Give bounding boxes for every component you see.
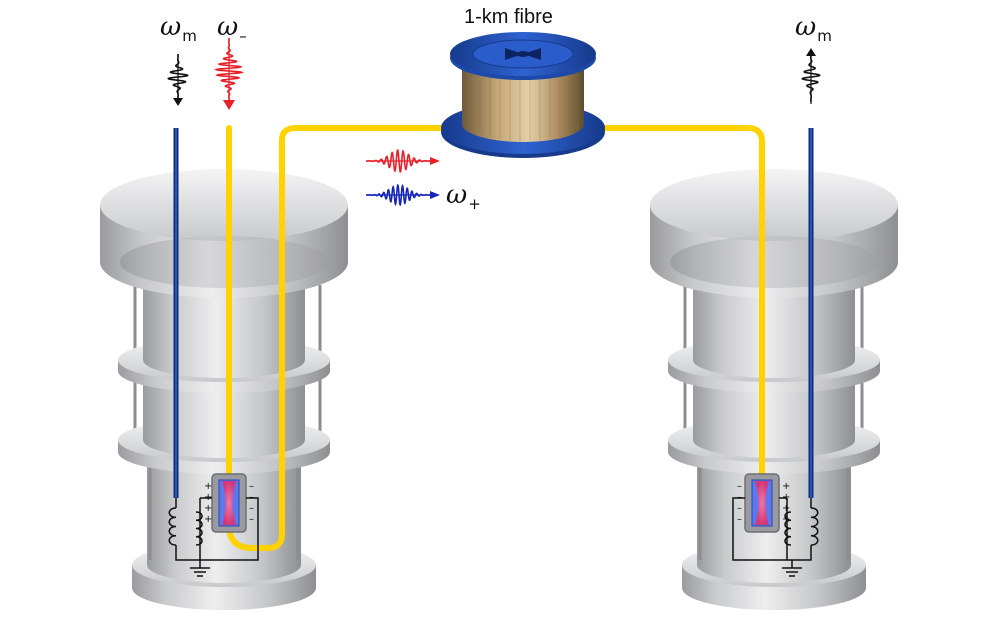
fiber-spool-icon [441,32,605,158]
svg-text:–: – [249,514,254,525]
omega-plus-label: ω+ [446,180,481,213]
optical-pulse-icon [365,149,440,173]
fiber-to-right [595,125,765,481]
svg-text:–: – [737,514,742,525]
blue-pulse-icon [365,183,440,207]
omega-minus-label: ω– [217,12,247,45]
right-transducer: –– –– ++ ++ [737,473,790,533]
optical-pulse-icon-input [214,37,244,110]
fiber-to-spool [226,125,451,551]
right-resonator-circuit [732,497,819,577]
svg-text:+: + [782,481,790,492]
omega-subscript: – [239,27,247,46]
optical-fiber [226,125,765,551]
omega-symbol: ω [217,12,239,42]
svg-text:–: – [737,481,742,492]
microwave-lines [173,128,814,498]
optical-mode-right [755,481,769,525]
omega-m-right-label: ωm [795,12,832,45]
svg-text:–: – [737,503,742,514]
omega-subscript: + [468,195,481,214]
svg-text:–: – [249,481,254,492]
right-cryostat [650,169,898,610]
svg-text:+: + [204,503,212,514]
omega-symbol: ω [160,12,182,42]
microwave-pulse-icon-output [801,48,821,104]
left-resonator-circuit [168,497,259,577]
fiber-label: 1-km fibre [464,6,553,28]
optical-mode [222,481,236,525]
svg-text:+: + [782,503,790,514]
omega-m-left-label: ωm [160,12,197,45]
omega-subscript: m [182,27,197,46]
ground-icon [190,567,210,577]
ground-icon-right [782,567,802,577]
omega-symbol: ω [446,180,468,210]
left-cryostat [100,169,348,610]
svg-text:–: – [249,503,254,514]
svg-text:+: + [204,481,212,492]
svg-text:+: + [204,514,212,525]
microwave-pulse-icon [167,54,189,106]
omega-subscript: m [817,27,832,46]
omega-symbol: ω [795,12,817,42]
left-transducer: ++ ++ –– –– [204,473,254,533]
